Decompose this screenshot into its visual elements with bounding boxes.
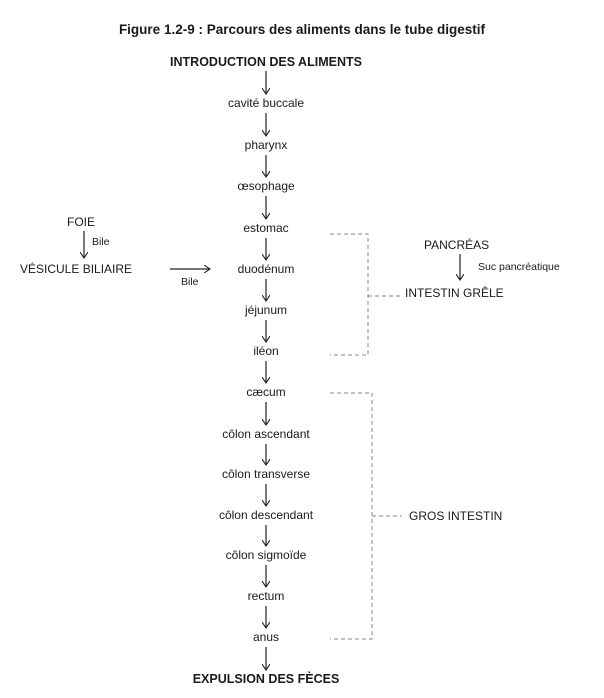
stage-rectum: rectum — [247, 589, 285, 603]
liver-label: FOIE — [67, 215, 96, 229]
small-intestine-label: INTESTIN GRÊLE — [405, 286, 504, 300]
large-intestine-bracket — [330, 392, 373, 640]
gallbladder-bile-label: Bile — [181, 276, 199, 288]
stage-mouth: cavité buccale — [227, 96, 305, 110]
stage-duodenum: duodénum — [237, 262, 295, 276]
gallbladder-label: VÉSICULE BILIAIRE — [20, 262, 133, 276]
small-intestine-bracket — [330, 233, 369, 356]
stage-esophagus: œsophage — [237, 179, 295, 193]
stage-ileum: iléon — [253, 344, 279, 358]
secretion-arrows — [84, 231, 460, 280]
stage-stomach: estomac — [243, 221, 289, 235]
stage-anus: anus — [252, 630, 280, 644]
group-brackets — [330, 233, 402, 640]
figure-title: Figure 1.2-9 : Parcours des aliments dan… — [118, 22, 486, 37]
stage-jejunum: jéjunum — [244, 303, 288, 317]
large-intestine-label: GROS INTESTIN — [409, 509, 503, 523]
stage-descending-colon: côlon descendant — [218, 508, 314, 522]
liver-bile-label: Bile — [92, 236, 110, 248]
pancreatic-juice-label: Suc pancréatique — [478, 261, 560, 273]
stage-cecum: cæcum — [246, 385, 286, 399]
pancreas-label: PANCRÉAS — [424, 238, 490, 252]
stage-ascending-colon: côlon ascendant — [222, 427, 310, 441]
start-label: INTRODUCTION DES ALIMENTS — [170, 55, 362, 69]
end-label: EXPULSION DES FÈCES — [192, 672, 340, 686]
stage-pharynx: pharynx — [244, 138, 288, 152]
stage-transverse-colon: côlon transverse — [221, 467, 311, 481]
stage-sigmoid-colon: côlon sigmoïde — [225, 548, 307, 562]
